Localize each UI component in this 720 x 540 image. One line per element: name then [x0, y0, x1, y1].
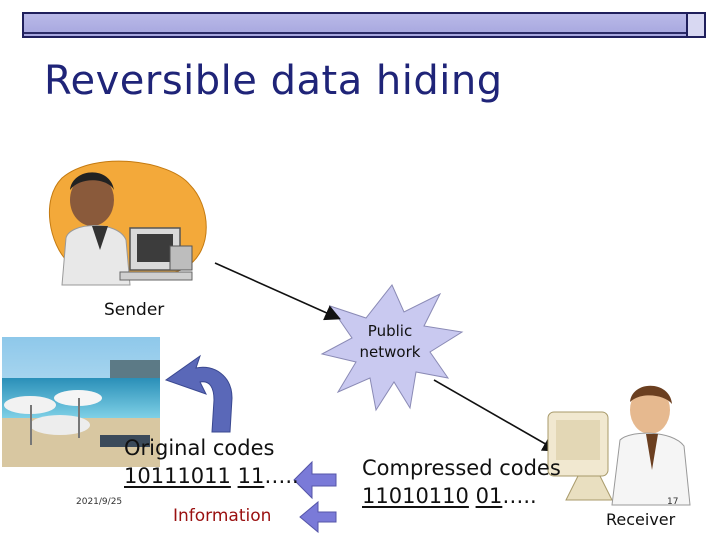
public-network-line2: network	[359, 343, 421, 361]
compressed-to-original-arrow	[293, 460, 337, 500]
public-network-label: Public network	[348, 321, 432, 363]
beach-photo	[2, 337, 160, 467]
compressed-codes-heading: Compressed codes	[362, 456, 561, 480]
title-bar	[22, 12, 706, 38]
slide-page-number: 17	[667, 497, 679, 507]
original-codes-value: 10111011 11…..	[124, 464, 299, 488]
original-code-a: 10111011	[124, 464, 231, 488]
reverse-curved-arrow	[164, 354, 233, 433]
compressed-code-a: 11010110	[362, 484, 469, 508]
original-codes-heading: Original codes	[124, 436, 275, 460]
original-code-b: 11	[237, 464, 265, 488]
title-bar-rule	[24, 32, 704, 34]
information-label: Information	[173, 506, 272, 526]
information-arrow	[299, 500, 337, 534]
compressed-ellipsis: …..	[502, 484, 537, 508]
sender-to-network-arrow	[214, 262, 341, 321]
compressed-codes-value: 11010110 01…..	[362, 484, 537, 508]
receiver-person-icon	[547, 385, 691, 506]
sender-person-icon	[49, 160, 207, 286]
sender-label: Sender	[104, 300, 165, 320]
slide-date: 2021/9/25	[76, 497, 123, 507]
compressed-code-b: 01	[475, 484, 503, 508]
public-network-line1: Public	[367, 322, 413, 340]
title-bar-corner-box	[686, 14, 704, 36]
public-network-starburst	[320, 284, 464, 412]
slide-title: Reversible data hiding	[44, 58, 503, 104]
network-to-receiver-arrow	[433, 379, 559, 452]
receiver-label: Receiver	[606, 510, 676, 529]
original-ellipsis: …..	[264, 464, 299, 488]
